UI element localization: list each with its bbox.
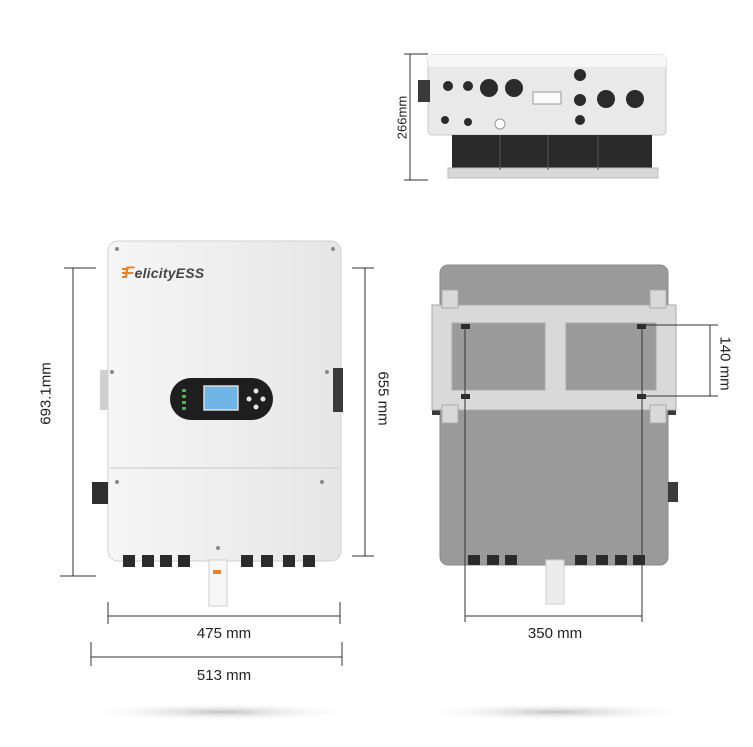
front-total-height-label: 693.1mm (37, 362, 55, 425)
top-depth-label: 266mm (394, 95, 410, 140)
front-dimension-lines (60, 267, 374, 666)
brand-logo-icon (122, 268, 130, 278)
back-shadow (415, 703, 695, 721)
lcd-display (203, 385, 239, 411)
top-view (404, 53, 667, 181)
navigation-buttons (246, 388, 266, 410)
wifi-dongle (208, 559, 228, 607)
back-dimension-lines (464, 324, 718, 622)
back-mount-width-label: 350 mm (527, 625, 583, 642)
mounting-bracket (431, 289, 677, 424)
back-wifi-dongle (545, 559, 565, 605)
brand-name: FelicityESS (124, 263, 204, 283)
back-view (431, 264, 678, 605)
front-shadow (82, 703, 362, 721)
front-body-height-label: 655 mm (374, 371, 392, 426)
top-view-heatsink (452, 135, 652, 171)
brand-logo-initial: F (124, 263, 135, 282)
brand-name-text: elicityESS (134, 265, 205, 281)
back-mount-height-label: 140 mm (716, 336, 734, 391)
front-total-width-label: 513 mm (196, 667, 252, 684)
front-body-width-label: 475 mm (196, 625, 252, 642)
front-view (92, 240, 343, 607)
